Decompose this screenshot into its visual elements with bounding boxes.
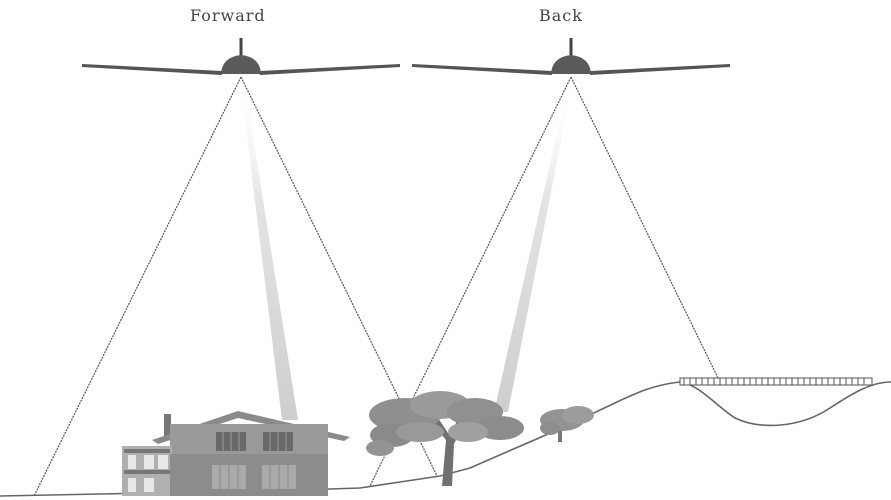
- back-label: Back: [539, 6, 583, 25]
- small-tree: [540, 406, 594, 442]
- bridge: [679, 377, 873, 386]
- large-tree: [366, 391, 524, 486]
- forward-label: Forward: [190, 6, 266, 25]
- back-aircraft: [412, 38, 730, 75]
- forward-laser-beam: [240, 80, 298, 420]
- house: [122, 411, 350, 496]
- forward-aircraft: [82, 38, 400, 75]
- back-laser-beam: [494, 80, 573, 412]
- terrain-fill: [0, 382, 891, 500]
